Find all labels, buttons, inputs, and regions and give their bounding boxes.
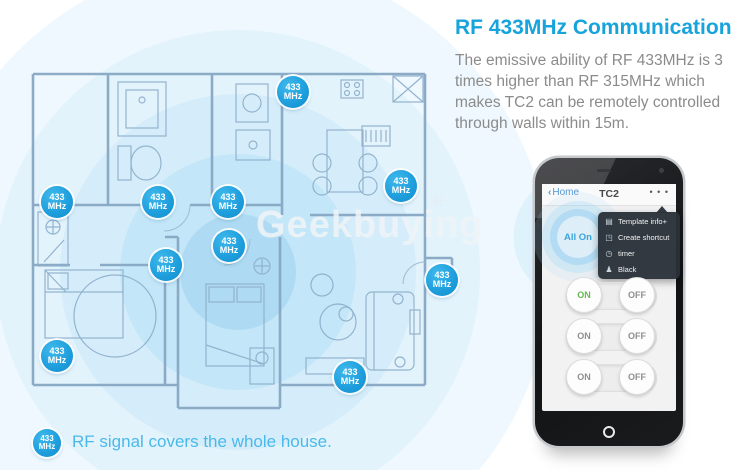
watermark-text: Geekbuying xyxy=(256,204,484,246)
phone-camera xyxy=(659,168,664,173)
switch-row-1: ON OFF xyxy=(566,277,657,313)
switch-row-2: ON OFF xyxy=(566,318,657,354)
on-button-2[interactable]: ON xyxy=(566,318,602,354)
back-button[interactable]: ‹Home xyxy=(548,187,579,198)
template-icon: ▤ xyxy=(605,216,613,226)
off-button-1[interactable]: OFF xyxy=(619,277,655,313)
description-line: times higher than RF 315MHz which xyxy=(455,73,705,90)
options-dropdown-menu: ▤ Template info+ ◳ Create shortcut ◷ tim… xyxy=(598,206,680,279)
menu-item-timer[interactable]: ◷ timer xyxy=(605,248,635,258)
description-text: The emissive ability of RF 433MHz is 3 t… xyxy=(455,50,747,134)
off-button-3[interactable]: OFF xyxy=(619,359,655,395)
all-on-button[interactable]: All On xyxy=(557,216,599,258)
phone-speaker xyxy=(597,169,611,172)
switch-row-3: ON OFF xyxy=(566,359,657,395)
page-title: RF 433MHz Communication xyxy=(455,16,732,39)
menu-item-black[interactable]: ♟ Black xyxy=(605,264,637,274)
info-column: RF 433MHz Communication The emissive abi… xyxy=(455,16,747,134)
menu-item-template-info[interactable]: ▤ Template info+ xyxy=(605,216,667,226)
phone-screen: ‹Home TC2 • • • All On ▤ Template info+ … xyxy=(542,184,680,411)
more-options-icon[interactable]: • • • xyxy=(649,187,669,197)
snowflake-icon: ✳ xyxy=(430,192,446,211)
geekbuying-watermark: Geekbuying ✳ xyxy=(256,192,484,247)
app-title: TC2 xyxy=(599,188,619,200)
create-shortcut-icon: ◳ xyxy=(605,232,613,242)
back-label: Home xyxy=(552,187,580,198)
chevron-left-icon: ‹ xyxy=(548,187,552,198)
off-button-2[interactable]: OFF xyxy=(619,318,655,354)
description-line: makes TC2 can be remotely controlled xyxy=(455,94,721,111)
home-button[interactable] xyxy=(603,426,615,438)
on-button-3[interactable]: ON xyxy=(566,359,602,395)
description-line: through walls within 15m. xyxy=(455,115,630,132)
on-button-1[interactable]: ON xyxy=(566,277,602,313)
menu-item-create-shortcut[interactable]: ◳ Create shortcut xyxy=(605,232,670,242)
description-line: The emissive ability of RF 433MHz is 3 xyxy=(455,52,723,69)
app-navbar: ‹Home TC2 • • • xyxy=(542,184,676,206)
smartphone: ‹Home TC2 • • • All On ▤ Template info+ … xyxy=(535,158,683,446)
timer-icon: ◷ xyxy=(605,248,613,258)
black-icon: ♟ xyxy=(605,264,613,274)
legend-text: RF signal covers the whole house. xyxy=(72,432,332,451)
